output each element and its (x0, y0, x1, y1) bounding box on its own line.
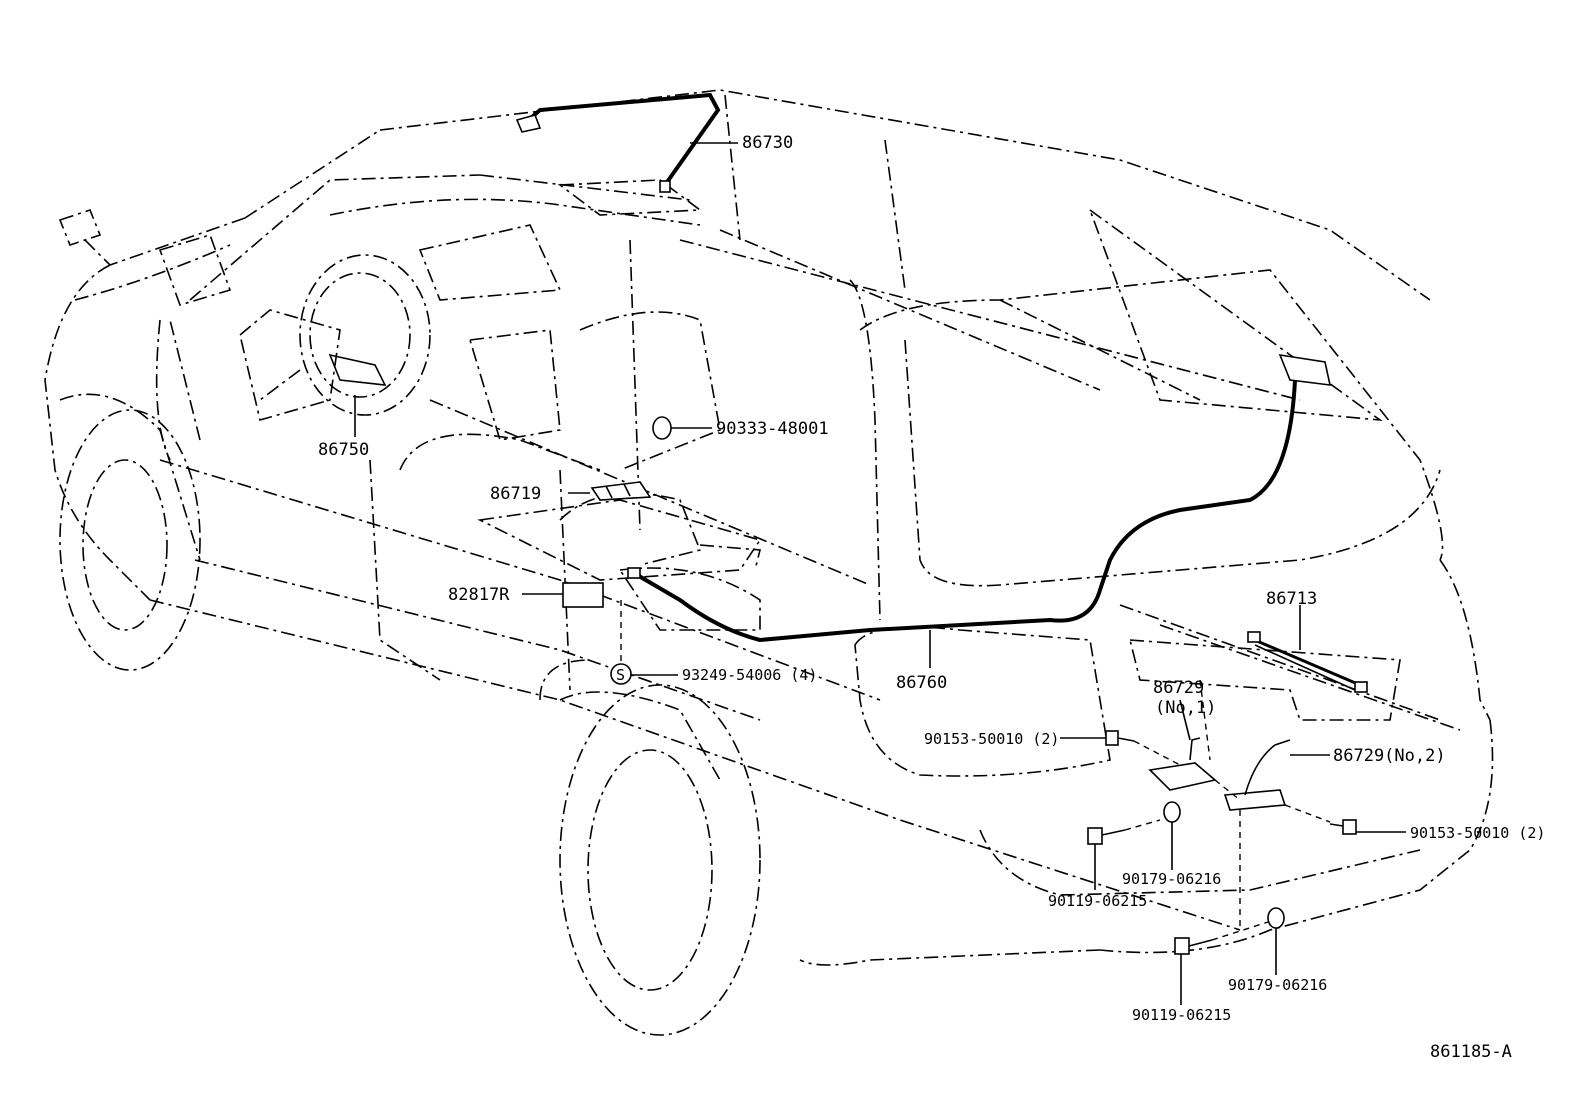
label-86750: 86750 (318, 440, 369, 460)
label-82817R: 82817R (448, 585, 510, 605)
vehicle-outline (44, 89, 1494, 966)
label-90179-06216-upper: 90179-06216 (1122, 870, 1221, 888)
antenna-cables (523, 92, 1361, 691)
label-90119-06215-lower: 90119-06215 (1132, 1006, 1231, 1024)
label-90153-50010-left: 90153-50010 (2) (924, 730, 1059, 748)
label-90153-50010-right: 90153-50010 (2) (1410, 824, 1545, 842)
label-93249-54006: 93249-54006 (4) (682, 666, 817, 684)
label-86713: 86713 (1266, 589, 1317, 609)
side-mirror (58, 209, 232, 306)
part-labels: 86730 86750 90333-48001 86719 82817R 932… (318, 133, 1545, 1062)
assembly-lines (620, 600, 1331, 941)
leader-lines (354, 142, 1406, 1005)
label-90179-06216-lower: 90179-06216 (1228, 976, 1327, 994)
label-86719: 86719 (490, 484, 541, 504)
label-86730: 86730 (742, 133, 793, 153)
rear-wheel (539, 659, 761, 1036)
label-86729-no2: 86729(No,2) (1333, 746, 1446, 766)
label-90333-48001: 90333-48001 (716, 419, 829, 439)
s-symbol-letter: S (616, 666, 625, 684)
front-wheel (59, 393, 201, 671)
label-86729-no1-sub: (No,1) (1155, 698, 1216, 718)
label-86729-no1: 86729 (1153, 678, 1204, 698)
s-symbol-circle (610, 663, 632, 685)
label-86760: 86760 (896, 673, 947, 693)
drawing-code: 861185-A (1430, 1042, 1512, 1062)
component-shapes (515, 114, 1368, 955)
label-90119-06215-upper: 90119-06215 (1048, 892, 1147, 910)
steering-wheel (259, 254, 431, 416)
